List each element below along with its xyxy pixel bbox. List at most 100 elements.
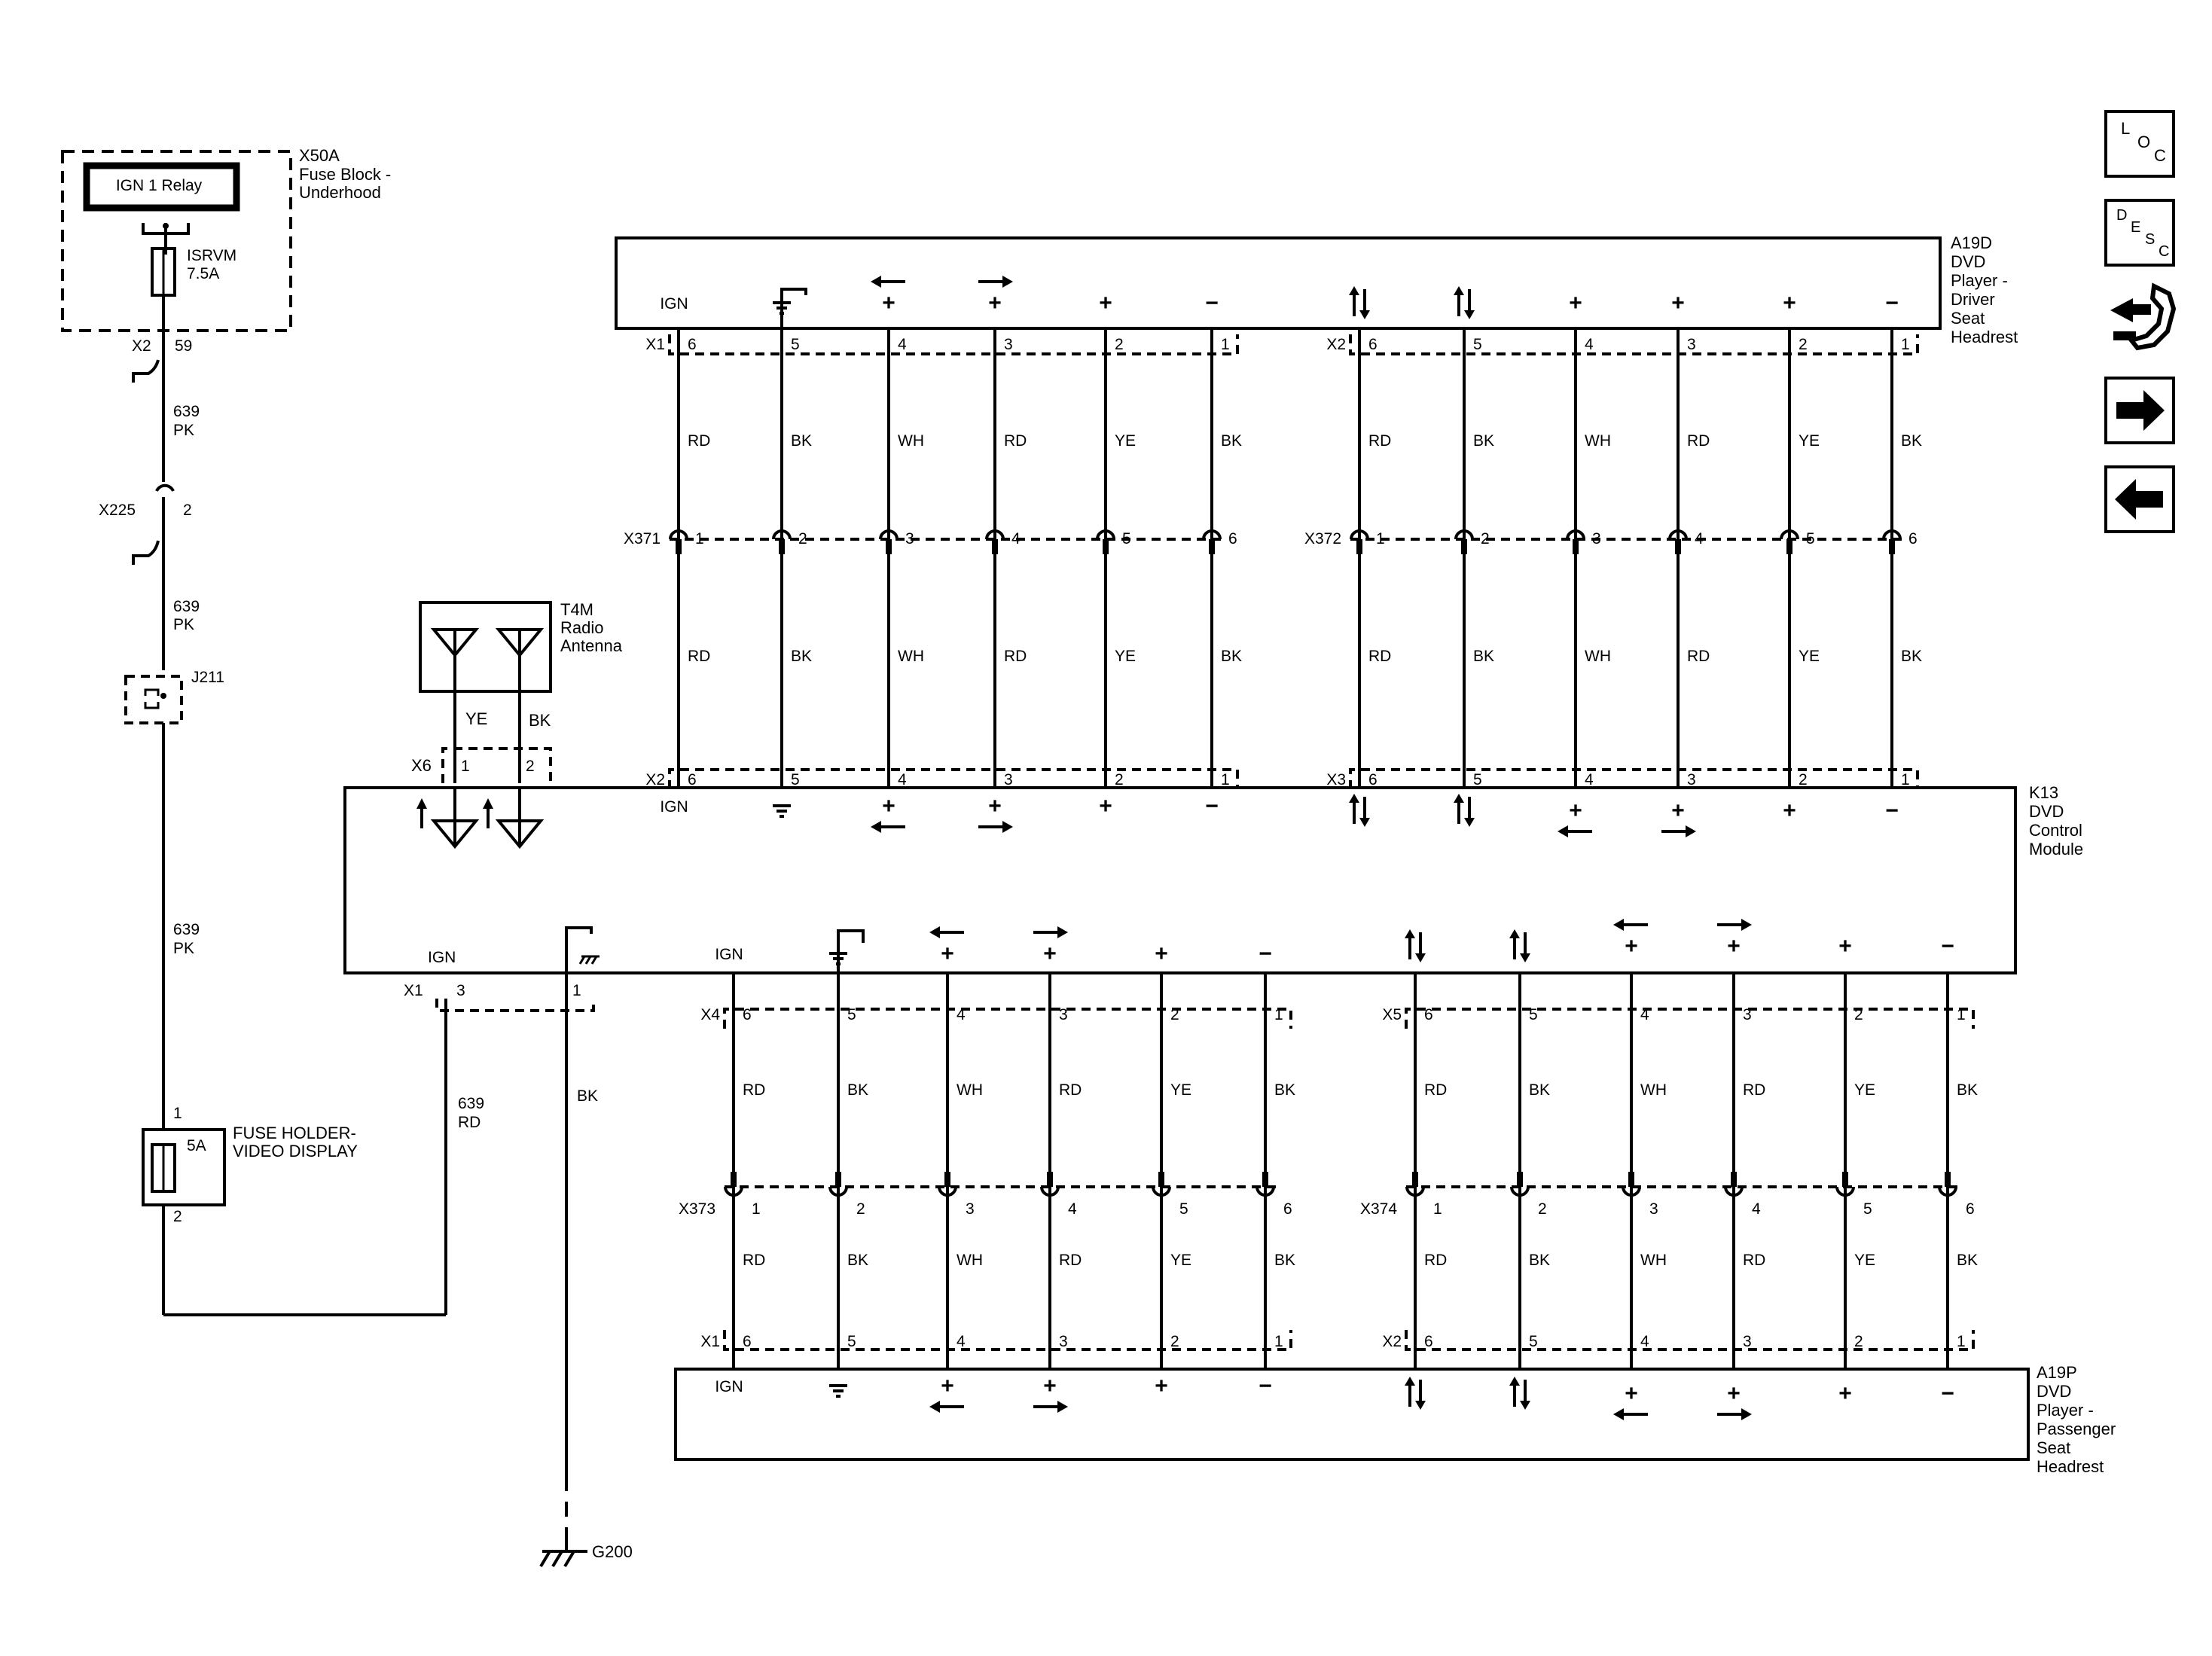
relay-junction bbox=[163, 223, 169, 229]
antenna-wire2-color: BK bbox=[529, 711, 551, 730]
k13-x5-top-pin: 6 bbox=[1424, 1006, 1433, 1023]
a19d-x2-top-connector bbox=[1349, 334, 1919, 355]
k13-x4-inline-cup bbox=[1152, 1186, 1171, 1197]
a19d-x1-inline-cup bbox=[669, 529, 688, 540]
k13-x5-inline-cup bbox=[1405, 1186, 1425, 1197]
circuit-639-label: 639 bbox=[173, 403, 200, 420]
k13-x5-bot-connector-label: X2 bbox=[1382, 1333, 1402, 1350]
a19d-x2-bot-pin: 2 bbox=[1799, 771, 1808, 788]
k13-x5-inline-pin-body bbox=[1412, 1172, 1418, 1187]
x225-cup bbox=[155, 483, 175, 492]
k13-x5-bot-pin: 4 bbox=[1640, 1333, 1649, 1350]
k13-x5-top-connector bbox=[1405, 1008, 1975, 1029]
k13-x5-inline-pin-body bbox=[1945, 1172, 1951, 1187]
k13-top-plus-label: + bbox=[1671, 798, 1685, 823]
a19d-x2-wire-color-upper: RD bbox=[1368, 432, 1391, 450]
a19d-x2-wire-color-lower: RD bbox=[1368, 648, 1391, 665]
a19d-x1-inline-pin: 6 bbox=[1228, 530, 1237, 547]
a19d-x2-inline-label: X372 bbox=[1304, 530, 1341, 547]
a19d-x2-bot-pin: 6 bbox=[1368, 771, 1378, 788]
a19d-name: Player - bbox=[1951, 271, 2008, 290]
a19d-x1-inline-pin-body bbox=[1209, 539, 1215, 554]
k13-x1-label: X1 bbox=[404, 982, 423, 999]
k13-x5-inline-pin-body bbox=[1517, 1172, 1523, 1187]
a19d-x2-wire-color-upper: YE bbox=[1799, 432, 1820, 450]
j211-splice-symbol bbox=[144, 688, 160, 709]
k13-x5-inline-cup bbox=[1622, 1186, 1641, 1197]
a19d-x1-inline-pin: 3 bbox=[905, 530, 914, 547]
x50a-x2-label: X2 bbox=[132, 337, 151, 355]
a19d-minus-label: − bbox=[1205, 291, 1219, 316]
video-fuse-name: VIDEO DISPLAY bbox=[233, 1142, 358, 1160]
video-fuse-pin-2: 2 bbox=[173, 1208, 182, 1225]
a19d-plus-label: + bbox=[1671, 291, 1685, 316]
a19d-x1-top-pin: 3 bbox=[1004, 336, 1013, 353]
a19d-x2-wire-color-lower: BK bbox=[1901, 648, 1922, 665]
k13-bot-minus-label: − bbox=[1259, 941, 1272, 966]
k13-x5-bot-pin: 6 bbox=[1424, 1333, 1433, 1350]
a19d-x2-inline-cup bbox=[1780, 529, 1799, 540]
a19p-plus-label: + bbox=[1838, 1381, 1852, 1406]
k13-x4-inline-pin: 1 bbox=[752, 1200, 761, 1218]
a19d-id: A19D bbox=[1951, 233, 1992, 252]
k13-antenna-icon bbox=[432, 819, 477, 848]
circuit-639-color: PK bbox=[173, 940, 194, 957]
a19p-plus-label: + bbox=[1625, 1381, 1638, 1406]
a19d-x2-wire-color-upper: RD bbox=[1687, 432, 1710, 450]
k13-x4-top-pin: 6 bbox=[743, 1006, 752, 1023]
a19p-plus-label: + bbox=[1727, 1381, 1741, 1406]
k13-bot-plus-label: + bbox=[1155, 941, 1168, 966]
j211-splice-box bbox=[124, 675, 183, 724]
a19d-x2-wire-color-upper: BK bbox=[1901, 432, 1922, 450]
k13-x1-pin-3: 3 bbox=[456, 982, 465, 999]
k13-x4-wire-color-lower: WH bbox=[956, 1252, 983, 1269]
k13-x5-top-pin: 2 bbox=[1854, 1006, 1863, 1023]
desc-letter: S bbox=[2145, 231, 2155, 248]
a19d-x1-inline-pin-body bbox=[676, 539, 682, 554]
k13-x5-top-pin: 1 bbox=[1957, 1006, 1966, 1023]
a19d-x1-inline-pin: 4 bbox=[1011, 530, 1021, 547]
k13-x5-wire-color-upper: BK bbox=[1957, 1081, 1978, 1099]
back-button[interactable] bbox=[2104, 465, 2175, 533]
k13-x4-bot-pin: 1 bbox=[1274, 1333, 1283, 1350]
a19d-x1-wire-color-lower: WH bbox=[898, 648, 924, 665]
k13-x4-inline-cup bbox=[1256, 1186, 1275, 1197]
k13-x5-inline-pin: 3 bbox=[1649, 1200, 1658, 1218]
k13-x4-bot-pin: 4 bbox=[956, 1333, 966, 1350]
a19d-x1-top-pin: 4 bbox=[898, 336, 907, 353]
k13-x4-top-pin: 5 bbox=[847, 1006, 856, 1023]
a19p-name: Passenger bbox=[2037, 1420, 2116, 1438]
circuit-639-color: PK bbox=[173, 422, 194, 439]
a19d-minus-label: − bbox=[1885, 291, 1899, 316]
k13-module-box bbox=[343, 786, 2017, 974]
k13-x5-inline-pin: 4 bbox=[1752, 1200, 1761, 1218]
arrow-right-icon bbox=[1032, 925, 1069, 940]
k13-x4-wire-color-upper: YE bbox=[1170, 1081, 1191, 1099]
a19d-x2-top-pin: 3 bbox=[1687, 336, 1696, 353]
a19d-x1-inline-pin: 2 bbox=[798, 530, 807, 547]
a19d-x2-inline-pin-body bbox=[1786, 539, 1792, 554]
diagnostic-tools-icon[interactable] bbox=[2110, 282, 2177, 351]
a19d-x2-inline-cup bbox=[1882, 529, 1902, 540]
desc-letter: E bbox=[2131, 219, 2140, 236]
next-button[interactable] bbox=[2104, 377, 2175, 444]
a19d-x1-wire-color-upper: BK bbox=[1221, 432, 1242, 450]
k13-top-minus-label: − bbox=[1205, 794, 1219, 819]
loc-button[interactable]: LOC bbox=[2104, 110, 2175, 178]
a19d-x1-wire-color-upper: YE bbox=[1115, 432, 1136, 450]
a19d-x2-wire-color-lower: RD bbox=[1687, 648, 1710, 665]
arrow-left-icon bbox=[1612, 1407, 1649, 1422]
arrow-left-icon bbox=[928, 925, 966, 940]
k13-bot-plus-label: + bbox=[1043, 941, 1057, 966]
arrow-left-icon bbox=[1556, 824, 1594, 839]
k13-x5-wire-color-lower: BK bbox=[1529, 1252, 1550, 1269]
fuse-block-id: X50A bbox=[299, 146, 340, 165]
a19d-x1-inline-pin-body bbox=[992, 539, 998, 554]
k13-x5-inline-cup bbox=[1938, 1186, 1957, 1197]
k13-x4-bot-pin: 2 bbox=[1170, 1333, 1179, 1350]
k13-x4-inline-pin: 4 bbox=[1068, 1200, 1077, 1218]
k13-top-plus-label: + bbox=[1099, 794, 1112, 819]
a19d-x1-inline-pin-body bbox=[1103, 539, 1109, 554]
a19d-x2-top-pin: 5 bbox=[1473, 336, 1482, 353]
